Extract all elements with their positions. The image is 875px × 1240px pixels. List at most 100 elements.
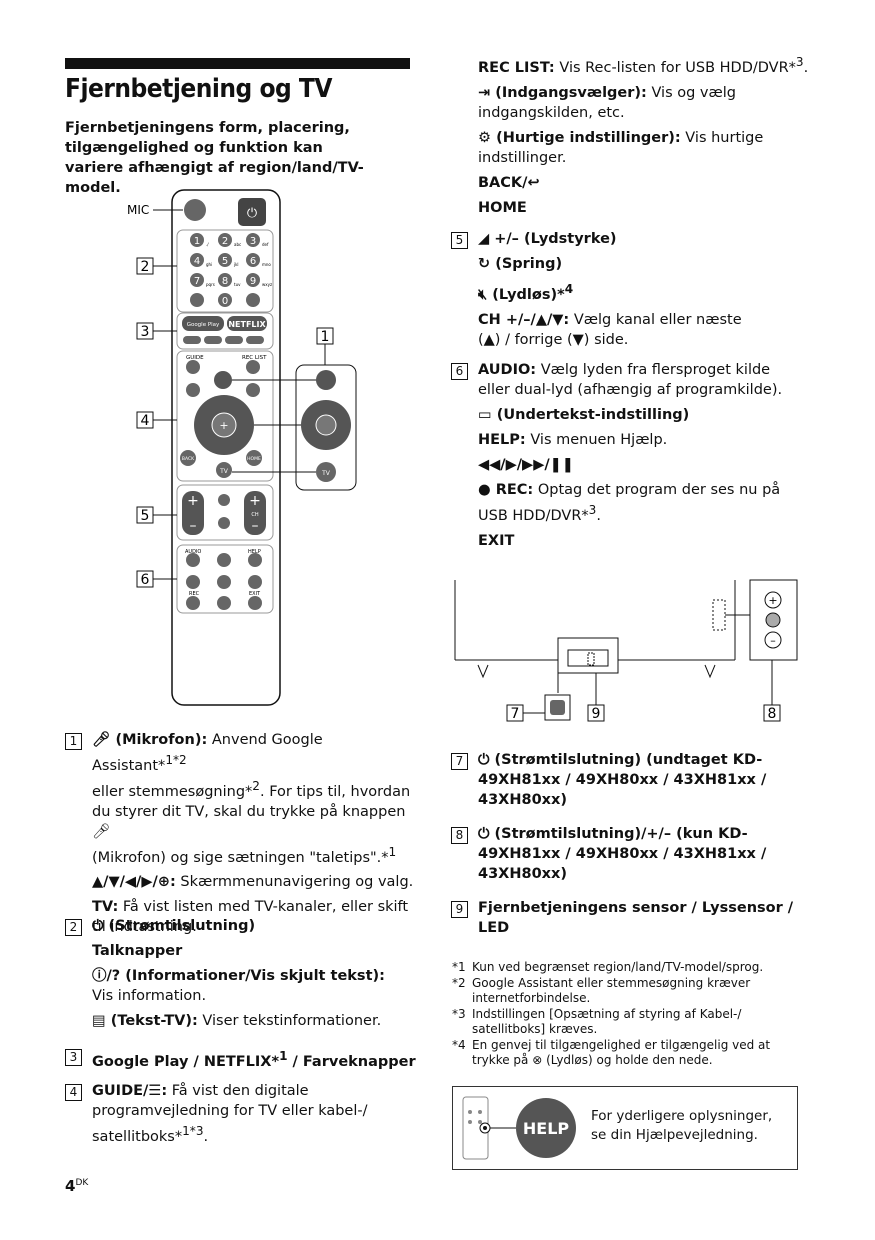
tv-key: [216, 462, 232, 478]
num-key-letters: def: [262, 242, 269, 247]
num-key-letters: tuv: [234, 282, 241, 287]
svg-text:5: 5: [141, 508, 150, 524]
svg-text:CH: CH: [251, 512, 258, 518]
remote-mic-key: [214, 371, 232, 389]
svg-text:+: +: [219, 419, 228, 432]
num-key-label: 5: [222, 256, 228, 267]
color-key-green: [204, 336, 222, 344]
rec-list-key: [246, 360, 260, 374]
help-key: [248, 553, 262, 567]
tv-diagram: + – 7 9 8: [454, 579, 798, 722]
num-key-letters: jkl: [233, 262, 239, 267]
section-6: 6 AUDIO: Vælg lyden fra flersproget kild…: [451, 360, 801, 556]
num-key-0: [218, 293, 232, 307]
num-key-2: [218, 233, 232, 247]
svg-text:6: 6: [141, 572, 150, 588]
svg-text:REC: REC: [189, 591, 200, 597]
svg-text:HOME: HOME: [247, 456, 261, 462]
svg-text:9: 9: [592, 706, 601, 722]
back-key: [180, 450, 196, 466]
num-key-7: [190, 273, 204, 287]
exit-key: [248, 596, 262, 610]
netflix-label: NETFLIX: [228, 320, 266, 329]
section-4: 4 GUIDE/☰: Få vist den digitale programv…: [65, 1081, 385, 1147]
power-key: [238, 198, 266, 226]
num-key-label: 1: [194, 236, 200, 247]
section-2: 2 ⏻ (Strømtilslutning) Talknapper ⓘ/? (I…: [65, 916, 420, 1036]
section-5: 5 ◢ +/– (Lydstyrke) ↻ (Spring) 🔇︎ (Lydlø…: [451, 229, 811, 355]
input-key: [186, 383, 200, 397]
netflix-key: [227, 316, 267, 331]
color-key-red: [183, 336, 201, 344]
num-key-letters: ghi: [206, 262, 212, 267]
help-box: HELP For yderligere oplysninger, se din …: [452, 1086, 798, 1170]
rewind-key: [186, 575, 200, 589]
section-3: 3 Google Play / NETFLIX*1 / Farveknapper: [65, 1046, 420, 1072]
ch-rocker: [244, 491, 266, 535]
svg-text:EXIT: EXIT: [249, 591, 261, 597]
svg-text:3: 3: [141, 324, 150, 340]
num-key-5: [218, 253, 232, 267]
num-key-label: 0: [222, 296, 228, 307]
num-key-8: [218, 273, 232, 287]
svg-text:2: 2: [141, 259, 150, 275]
help-illustration: HELP: [462, 1096, 576, 1160]
guide-label: GUIDE: [186, 355, 204, 361]
svg-text:–: –: [770, 634, 776, 647]
section-7: 7 ⏻ (Strømtilslutning) (undtaget KD-49XH…: [451, 750, 801, 810]
help-text: For yderligere oplysninger, se din Hjælp…: [591, 1108, 773, 1143]
section-9: 9 Fjernbetjeningens sensor / Lyssensor /…: [451, 898, 801, 938]
mute-key: [218, 517, 230, 529]
play-key: [217, 575, 231, 589]
dpad-center: [211, 412, 237, 438]
num-key-label: 4: [194, 256, 200, 267]
svg-text:HELP: HELP: [523, 1119, 570, 1138]
num-key-letters: pqrs: [206, 282, 215, 287]
svg-text:BACK: BACK: [182, 456, 195, 462]
num-key-9: [246, 273, 260, 287]
vol-rocker: [182, 491, 204, 535]
num-key-label: 8: [222, 276, 228, 287]
num-key-letters: ./: [206, 242, 209, 247]
svg-text:⏻: ⏻: [247, 206, 257, 221]
num-key-label: 2: [222, 236, 228, 247]
svg-text:TV: TV: [321, 470, 331, 477]
quick-settings-key: [246, 383, 260, 397]
num-key-letters: mno: [262, 262, 271, 267]
section-4-continued: REC LIST: Vis Rec-listen for USB HDD/DVR…: [478, 55, 809, 216]
svg-text:1: 1: [321, 329, 330, 345]
num-key-letters: abc: [234, 242, 241, 247]
pause-key: [217, 596, 231, 610]
svg-text:4: 4: [141, 413, 150, 429]
svg-text:TV: TV: [219, 468, 229, 475]
svg-text:+: +: [768, 594, 777, 607]
svg-text:AUDIO: AUDIO: [185, 549, 201, 555]
home-key: [246, 450, 262, 466]
mic-label: MIC: [127, 203, 149, 217]
info-key: [190, 293, 204, 307]
rec-key: [186, 596, 200, 610]
num-key-6: [246, 253, 260, 267]
rec-list-label: REC LIST: [242, 355, 267, 361]
jump-key: [218, 494, 230, 506]
ffwd-key: [248, 575, 262, 589]
page-number: 4DK: [65, 1177, 89, 1195]
svg-text:+: +: [249, 493, 261, 509]
svg-text:–: –: [252, 518, 259, 534]
tv-side-buttons-hidden: [712, 599, 726, 631]
audio-key: [186, 553, 200, 567]
page-title: Fjernbetjening og TV: [65, 74, 332, 104]
subtitle-key: [217, 553, 231, 567]
intro-text: Fjernbetjeningens form, placering, tilgæ…: [65, 120, 364, 196]
help-badge: [516, 1098, 576, 1158]
color-key-blue: [246, 336, 264, 344]
section-1: 1 🎤︎ (Mikrofon): Anvend Google Assistant…: [65, 730, 420, 942]
num-key-label: 7: [194, 276, 200, 287]
google-play-key: [182, 316, 224, 331]
num-key-1: [190, 233, 204, 247]
